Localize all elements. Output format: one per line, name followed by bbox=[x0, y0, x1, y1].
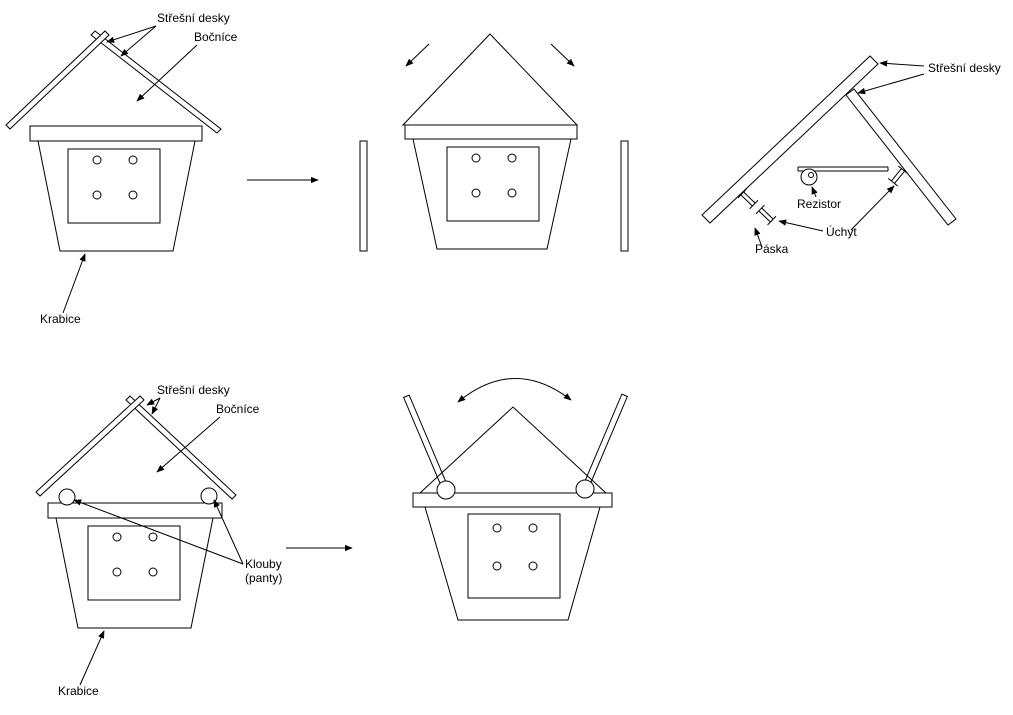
label-roof-arrow-1 bbox=[146, 397, 161, 406]
holder-clamp-left-lower bbox=[755, 204, 777, 226]
box-body bbox=[412, 138, 572, 250]
label-roof-boards: Střešní desky bbox=[928, 61, 1001, 75]
clamp-line bbox=[740, 194, 753, 207]
label-box-arrow bbox=[79, 630, 105, 686]
label-hinges-line2: (panty) bbox=[245, 571, 282, 585]
swing-arrow bbox=[457, 378, 572, 403]
label-holder: Úchyt bbox=[826, 224, 857, 239]
box-body bbox=[55, 517, 214, 629]
open-roof-board-right bbox=[580, 393, 629, 493]
label-hinges-arrow-left bbox=[73, 499, 244, 565]
gable-triangle bbox=[401, 33, 579, 126]
label-resistor: Rezistor bbox=[797, 197, 841, 211]
roof-board-left bbox=[35, 395, 145, 497]
box-top-plate bbox=[29, 125, 203, 142]
panel-hole bbox=[92, 155, 102, 165]
label-resistor-arrow bbox=[811, 186, 818, 198]
label-hinges-arrow-right bbox=[213, 499, 244, 565]
panel-hole bbox=[148, 532, 158, 542]
clamp-end bbox=[737, 188, 747, 199]
box-top-plate bbox=[404, 124, 578, 140]
hinge-right bbox=[200, 487, 218, 505]
panel-hole bbox=[112, 567, 122, 577]
panel-hole bbox=[112, 532, 122, 542]
label-roof-boards: Střešní desky bbox=[157, 11, 230, 25]
box-front-panel bbox=[446, 146, 540, 222]
clamp-line bbox=[758, 210, 771, 223]
clamp-end bbox=[887, 178, 898, 187]
box-front-panel bbox=[87, 525, 181, 601]
panel-hole bbox=[492, 561, 502, 571]
holder-clamp-right bbox=[887, 165, 909, 187]
label-roof-boards: Střešní desky bbox=[157, 383, 230, 397]
slide-off-arrow-right bbox=[550, 43, 575, 67]
panel-hole bbox=[528, 561, 538, 571]
box-body bbox=[424, 506, 601, 621]
roof-board-right bbox=[845, 88, 957, 226]
box-top-plate bbox=[412, 492, 613, 508]
label-holder-arrow-1 bbox=[850, 185, 895, 231]
label-side-panels: Bočníce bbox=[194, 30, 238, 44]
clamp-end bbox=[898, 165, 909, 174]
clamp-end bbox=[749, 199, 759, 210]
label-sides-arrow bbox=[156, 416, 221, 473]
figure-hinged-closed: Střešní desky Bočníce Klouby (panty) Kra… bbox=[35, 383, 282, 698]
panel-hole bbox=[528, 523, 538, 533]
panel-hole bbox=[128, 190, 138, 200]
label-box: Krabice bbox=[40, 312, 81, 326]
panel-hole bbox=[148, 567, 158, 577]
clamp-line bbox=[891, 168, 902, 182]
roof-board-left bbox=[5, 30, 110, 130]
holder-clamp-left-upper bbox=[737, 188, 759, 210]
panel-hole bbox=[128, 155, 138, 165]
label-tape: Páska bbox=[755, 242, 789, 256]
box-front-panel bbox=[67, 148, 161, 224]
label-roof-arrow-2 bbox=[857, 73, 925, 95]
removed-roof-board-left bbox=[359, 140, 368, 252]
label-roof-arrow-2 bbox=[120, 25, 157, 57]
resistor-core bbox=[808, 172, 814, 178]
hinge-right bbox=[575, 479, 595, 499]
panel-hole bbox=[471, 188, 481, 198]
panel-hole bbox=[471, 153, 481, 163]
label-roof-arrow-1 bbox=[879, 60, 925, 67]
label-hinges-line1: Klouby bbox=[245, 557, 282, 571]
label-box: Krabice bbox=[58, 684, 99, 698]
hinge-left bbox=[436, 480, 456, 500]
panel-hole bbox=[92, 190, 102, 200]
roof-board-left bbox=[701, 55, 879, 224]
roof-board-right bbox=[125, 395, 237, 500]
clamp-line bbox=[761, 207, 774, 220]
clamp-end bbox=[767, 215, 777, 226]
box-top-plate bbox=[47, 502, 223, 519]
panel-hole bbox=[507, 188, 517, 198]
removed-roof-board-right bbox=[620, 140, 629, 252]
clamp-line bbox=[894, 170, 905, 184]
label-holder-arrow-2 bbox=[778, 219, 824, 232]
label-roof-arrow-1 bbox=[106, 25, 157, 43]
figure-roof-detail: Střešní desky Rezistor Úchyt Páska bbox=[701, 55, 1001, 256]
roof-board-right bbox=[90, 30, 222, 134]
open-roof-board-left bbox=[402, 394, 451, 494]
clamp-end bbox=[755, 204, 765, 215]
label-box-arrow bbox=[62, 253, 86, 314]
panel-hole bbox=[492, 523, 502, 533]
gable-triangle bbox=[419, 406, 607, 494]
box-body bbox=[37, 140, 196, 252]
label-tape-arrow bbox=[754, 227, 763, 248]
figure-roof-opened bbox=[402, 378, 629, 621]
hinge-left bbox=[58, 488, 76, 506]
clamp-line bbox=[743, 191, 756, 204]
slide-off-arrow-left bbox=[405, 43, 430, 67]
figure-assembled-box: Střešní desky Bočníce Krabice bbox=[5, 11, 238, 326]
panel-hole bbox=[507, 153, 517, 163]
label-roof-arrow-2 bbox=[151, 397, 161, 415]
label-side-panels: Bočníce bbox=[216, 402, 260, 416]
figure-roof-removed bbox=[359, 33, 629, 252]
box-front-panel bbox=[467, 513, 561, 599]
label-sides-arrow bbox=[136, 44, 198, 102]
